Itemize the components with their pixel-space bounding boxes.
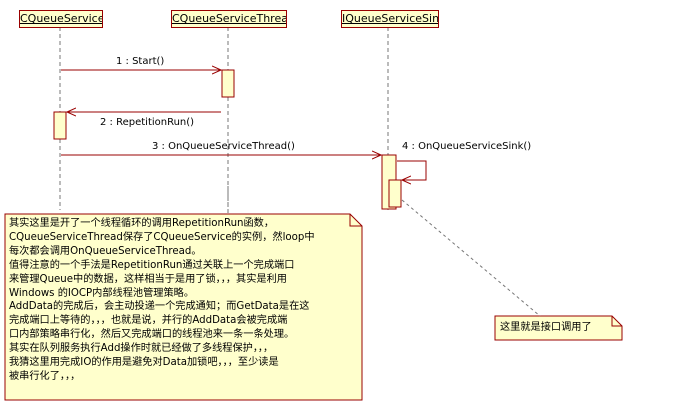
note-main-line: 每次都会调用OnQueueServiceThread。 [9, 245, 202, 257]
message-1-label: 1 : Start() [116, 56, 165, 67]
message-4-self-arrow [397, 160, 427, 180]
note-interface-connector [401, 199, 541, 317]
note-main-line: 口内部策略串行化，然后又完成端口的线程池来一条一条处理。 [9, 329, 295, 341]
lifeline-cqueueservice: CQueueService [19, 10, 103, 28]
lifeline-iqueueservicesink: IQueueServiceSink [341, 10, 439, 28]
activation-bar-sink-nested [388, 179, 402, 208]
note-main-text: 其实这里是开了一个线程循环的调用RepetitionRun函数， CQueueSe… [9, 217, 359, 399]
note-interface-fold [611, 316, 622, 327]
message-2-label: 2 : RepetitionRun() [100, 117, 195, 128]
activation-bar-service [53, 111, 67, 140]
note-main-line: 其实这里是开了一个线程循环的调用RepetitionRun函数， [9, 218, 275, 229]
note-main-line: Windows 的IOCP内部线程池管理策略。 [9, 287, 195, 299]
note-main-fold [349, 214, 362, 227]
lifeline-cqueueservicethread: CQueueServiceThread [171, 10, 287, 28]
activation-bar-thread [221, 69, 235, 98]
message-4-label: 4 : OnQueueServiceSink() [402, 141, 532, 152]
note-main-line: CQueueServiceThread保存了CQueueService的实例，然… [9, 231, 315, 243]
note-main-line: 完成端口上等待的，，，也就是说，并行的AddData会被完成端 [9, 315, 288, 327]
message-3-label: 3 : OnQueueServiceThread() [152, 141, 295, 152]
note-main-line: 我猜这里用完成IO的作用是避免对Data加锁吧，，，至少读是 [9, 357, 279, 369]
note-main-line: AddData的完成后，会主动投递一个完成通知；而GetData是在这 [9, 301, 310, 313]
note-interface-text: 这里就是接口调用了 [500, 322, 592, 333]
note-interface-shape [494, 315, 623, 341]
note-main-line: 其实在队列服务执行Add操作时就已经做了多线程保护，，， [9, 343, 274, 355]
note-main-line: 被串行化了，，， [9, 370, 81, 382]
note-main-line: 值得注意的一个手法是RepetitionRun通过关联上一个完成端口 [9, 259, 295, 271]
note-main-shape [4, 213, 363, 401]
note-main-line: 来管理Queue中的数据，这样相当于是用了锁，，，其实是利用 [9, 273, 287, 285]
